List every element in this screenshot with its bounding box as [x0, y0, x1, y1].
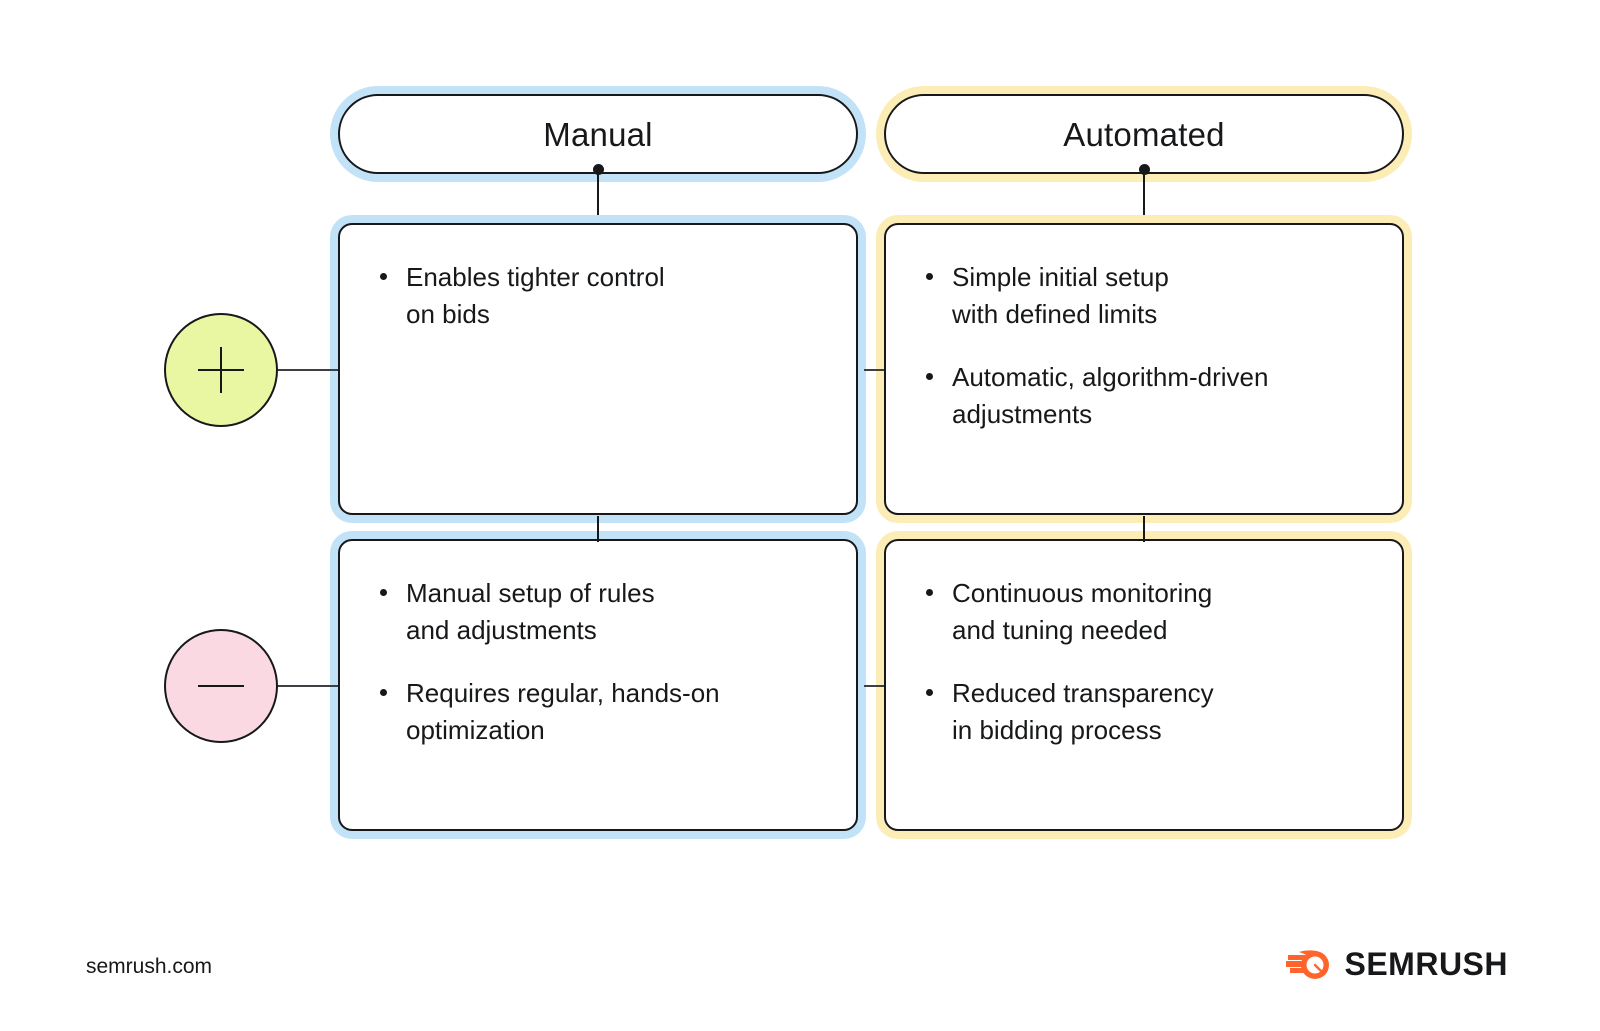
- card-manual-cons: Manual setup of rules and adjustments Re…: [330, 531, 866, 839]
- connector-line-manual-header: [597, 170, 599, 225]
- bullet-list-automated-pros: Simple initial setup with defined limits…: [920, 259, 1372, 433]
- bullet-list-manual-cons: Manual setup of rules and adjustments Re…: [374, 575, 826, 749]
- list-item: Continuous monitoring and tuning needed: [920, 575, 1372, 649]
- minus-glyph: [198, 663, 244, 709]
- card-manual-pros: Enables tighter control on bids: [330, 215, 866, 523]
- footer-url: semrush.com: [86, 955, 213, 978]
- list-item: Automatic, algorithm-driven adjustments: [920, 359, 1372, 433]
- card-automated-pros: Simple initial setup with defined limits…: [876, 215, 1412, 523]
- connector-dot-automated: [1139, 164, 1150, 175]
- connector-stub-cons: [864, 685, 884, 687]
- connector-line-manual-mid: [597, 516, 599, 542]
- connector-line-automated-header: [1143, 170, 1145, 225]
- connector-line-pros-row: [276, 369, 338, 371]
- connector-dot-manual: [593, 164, 604, 175]
- bullet-list-manual-pros: Enables tighter control on bids: [374, 259, 826, 333]
- header-pill-manual: Manual: [338, 94, 858, 174]
- card-inner-manual-pros: Enables tighter control on bids: [338, 223, 858, 515]
- semrush-comet-icon: [1286, 949, 1330, 979]
- list-item: Reduced transparency in bidding process: [920, 675, 1372, 749]
- connector-stub-pros: [864, 369, 884, 371]
- plus-bar-vertical: [220, 347, 222, 393]
- list-item: Simple initial setup with defined limits: [920, 259, 1372, 333]
- list-item: Enables tighter control on bids: [374, 259, 826, 333]
- plus-glyph: [198, 347, 244, 393]
- card-automated-cons: Continuous monitoring and tuning needed …: [876, 531, 1412, 839]
- card-inner-manual-cons: Manual setup of rules and adjustments Re…: [338, 539, 858, 831]
- connector-line-cons-row: [276, 685, 338, 687]
- list-item: Requires regular, hands-on optimization: [374, 675, 826, 749]
- plus-icon: [164, 313, 278, 427]
- column-header-automated: Automated: [876, 86, 1412, 182]
- connector-line-automated-mid: [1143, 516, 1145, 542]
- header-label-automated: Automated: [1063, 115, 1225, 153]
- column-header-manual: Manual: [330, 86, 866, 182]
- bullet-list-automated-cons: Continuous monitoring and tuning needed …: [920, 575, 1372, 749]
- semrush-logo: SEMRUSH: [1285, 946, 1508, 983]
- minus-bar-horizontal: [198, 685, 244, 687]
- card-inner-automated-pros: Simple initial setup with defined limits…: [884, 223, 1404, 515]
- card-inner-automated-cons: Continuous monitoring and tuning needed …: [884, 539, 1404, 831]
- list-item: Manual setup of rules and adjustments: [374, 575, 826, 649]
- semrush-wordmark: SEMRUSH: [1344, 946, 1508, 982]
- header-pill-automated: Automated: [884, 94, 1404, 174]
- header-label-manual: Manual: [543, 115, 653, 153]
- minus-icon: [164, 629, 278, 743]
